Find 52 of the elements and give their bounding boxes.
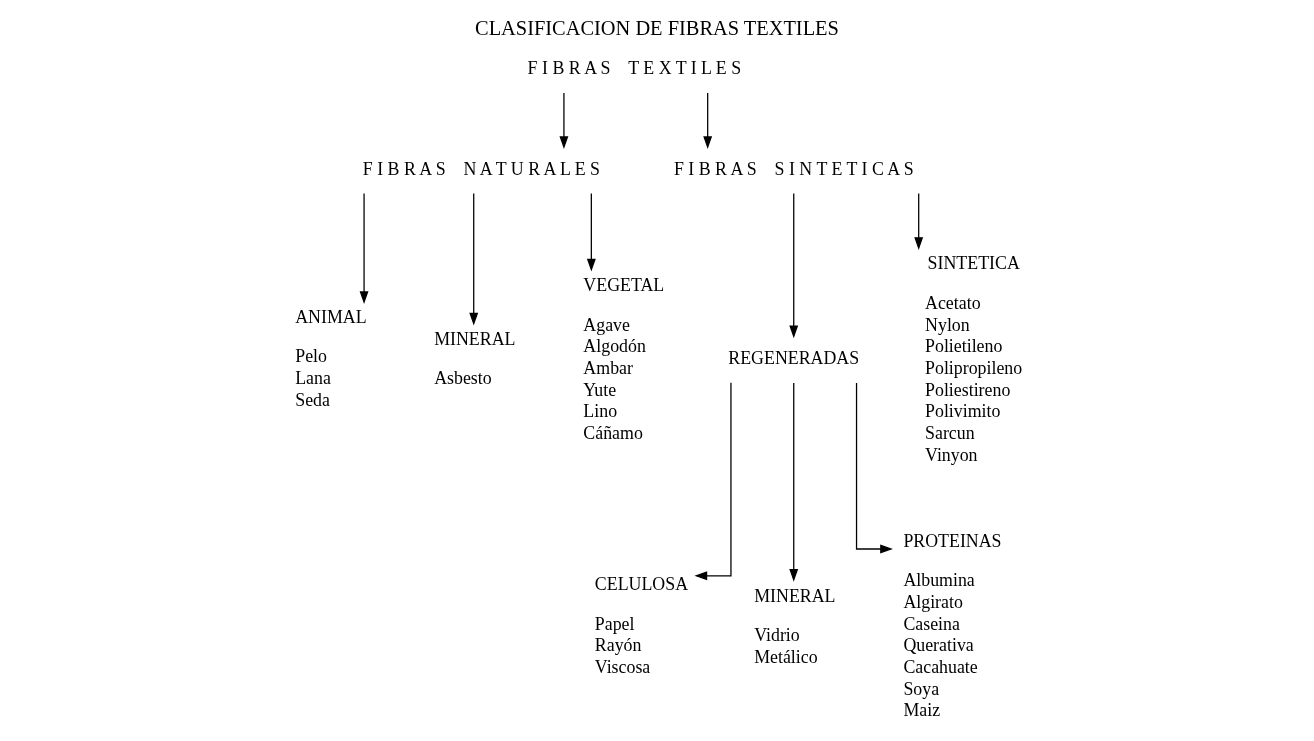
- node-label: Nylon: [925, 314, 970, 335]
- node-text: ANIMAL: [295, 306, 367, 327]
- node-text: F I B R A S N A T U R A L E S: [362, 159, 600, 180]
- node-label: Albumina: [903, 570, 975, 591]
- node-label: Maiz: [903, 700, 941, 721]
- node-label: Lana: [295, 368, 331, 389]
- node-label: Poliestireno: [925, 379, 1011, 400]
- node-text: F I B R A S S I N T E T I C A S: [673, 159, 914, 180]
- node-text: REGENERADAS: [728, 348, 860, 369]
- node-text: MINERAL: [754, 585, 836, 606]
- node-label: Asbesto: [434, 368, 492, 389]
- arrow: [559, 92, 569, 150]
- node-label: Cáñamo: [583, 422, 643, 443]
- node-label: Polivimito: [925, 401, 1001, 422]
- arrow: [855, 382, 893, 554]
- node-label: Polipropileno: [925, 357, 1023, 378]
- arrow: [789, 382, 799, 582]
- node-text: MINERAL: [434, 328, 516, 349]
- arrow: [469, 192, 479, 326]
- arrow: [914, 192, 924, 250]
- node-label: Caseina: [903, 613, 960, 634]
- node-label: Pelo: [295, 346, 327, 367]
- node-label: Lino: [583, 401, 618, 422]
- node-label: Papel: [594, 613, 635, 634]
- node-label: Soya: [903, 678, 940, 699]
- node-label: Metálico: [754, 646, 818, 667]
- node-label: Yute: [583, 379, 617, 400]
- node-label: Ambar: [583, 357, 633, 378]
- node-label: Seda: [295, 389, 330, 410]
- diagram-title: CLASIFICACION DE FIBRAS TEXTILES: [475, 16, 839, 39]
- node-label: Algirato: [903, 591, 963, 612]
- node-text: VEGETAL: [583, 275, 665, 296]
- arrow: [359, 192, 369, 304]
- node-label: Vinyon: [925, 444, 978, 465]
- arrow: [694, 382, 732, 581]
- node-label: Agave: [583, 314, 630, 335]
- node-label: Polietileno: [925, 336, 1003, 357]
- node-text: PROTEINAS: [903, 530, 1002, 551]
- node-text: CELULOSA: [594, 574, 689, 595]
- node-label: Vidrio: [754, 625, 800, 646]
- node-label: Acetato: [925, 292, 981, 313]
- arrow: [703, 92, 713, 150]
- arrow: [789, 192, 799, 339]
- node-label: Sarcun: [925, 422, 975, 443]
- node-text: F I B R A S T E X T I L E S: [527, 58, 742, 79]
- node-text: SINTETICA: [927, 253, 1020, 274]
- arrow: [586, 192, 596, 272]
- node-label: Rayón: [594, 635, 642, 656]
- node-label: Viscosa: [594, 656, 651, 677]
- node-label: Querativa: [903, 635, 974, 656]
- node-label: Cacahuate: [903, 656, 978, 677]
- node-label: Algodón: [583, 336, 646, 357]
